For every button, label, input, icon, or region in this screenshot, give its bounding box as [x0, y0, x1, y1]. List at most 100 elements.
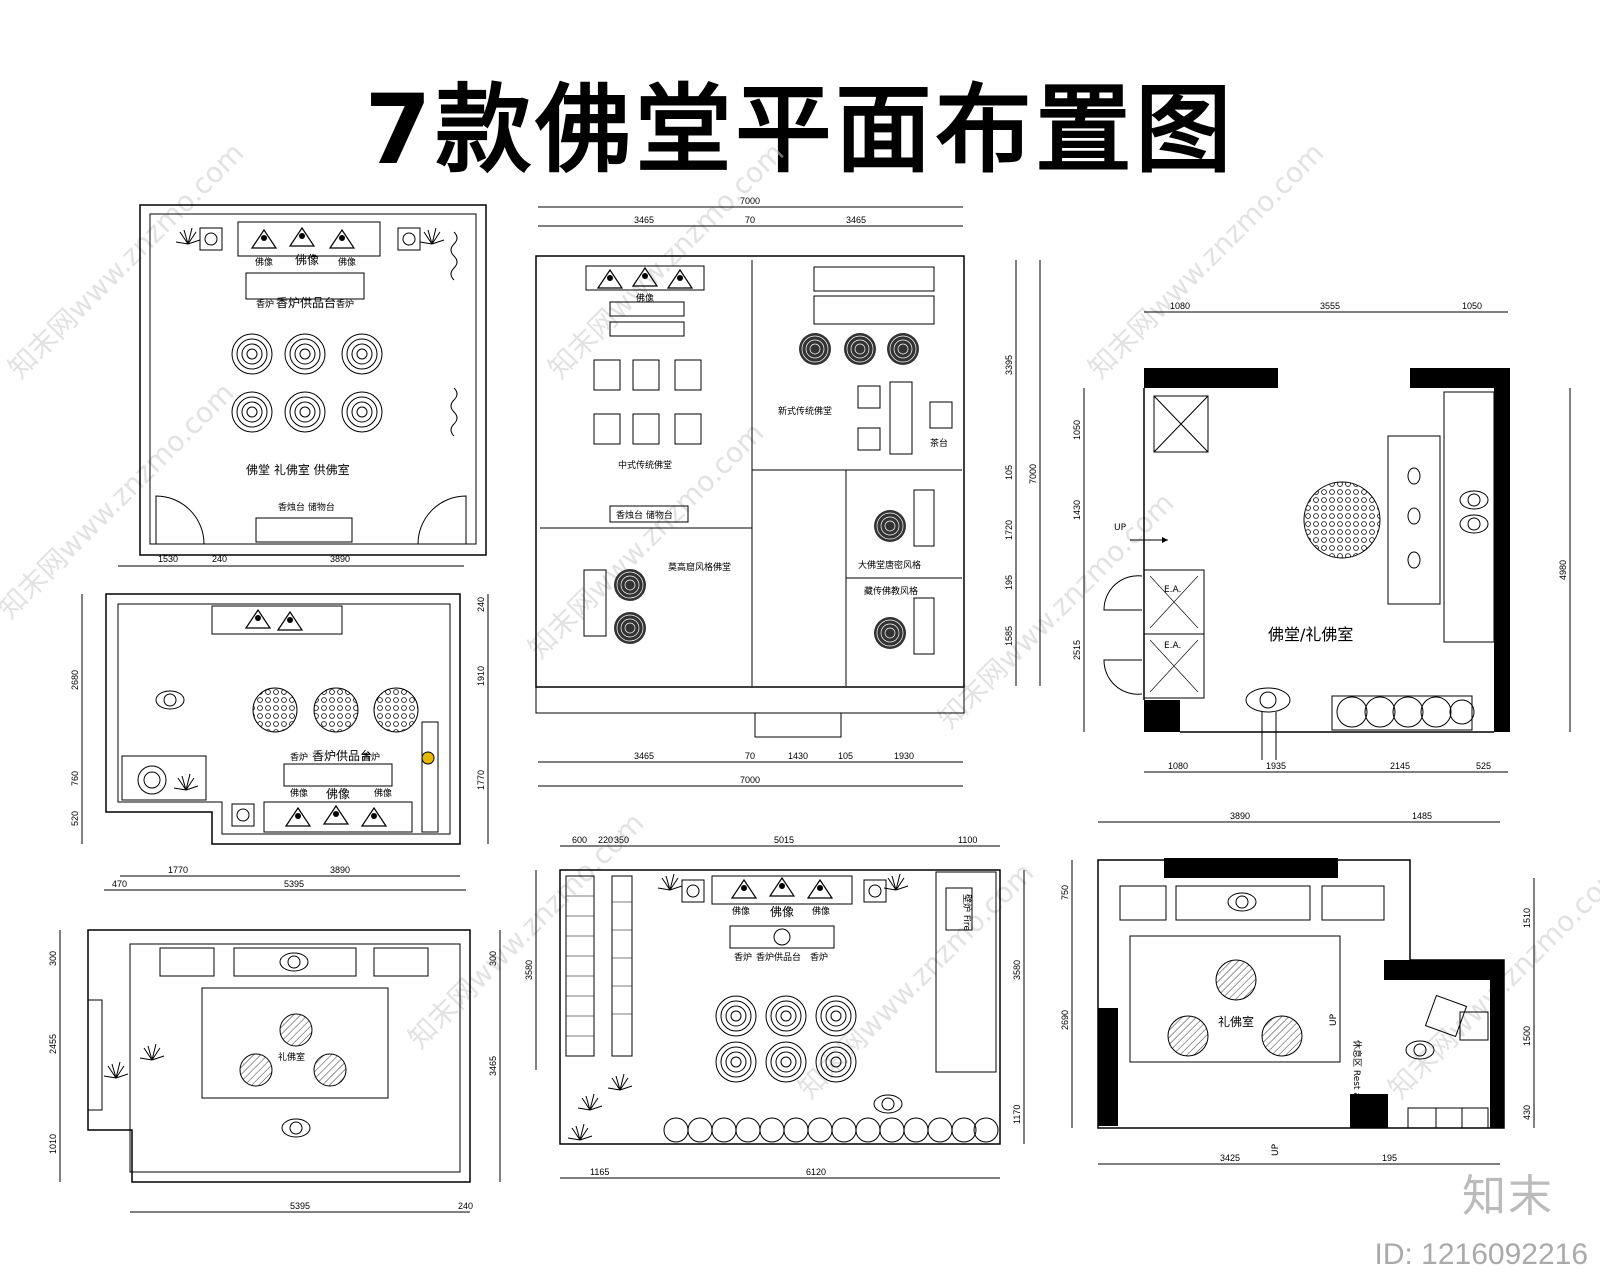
dim-label: 2515: [1072, 640, 1082, 660]
incense-label: 香炉: [256, 298, 274, 310]
dim-label: 6120: [806, 1167, 826, 1177]
dim-label: 1430: [1072, 500, 1082, 520]
dim-label: 240: [212, 554, 227, 564]
dim-label: 300: [48, 951, 58, 966]
dim-label: 7000: [740, 775, 760, 785]
plan-b: 7000 3465 70 3465 佛像 中式传统佛堂 香烛台 储物台: [535, 196, 1041, 787]
dim-label: 4980: [1558, 560, 1568, 580]
dim-label: 3395: [1004, 355, 1014, 375]
dim-label: 1585: [1004, 626, 1014, 646]
plan-g: 3890 1485 礼佛室 休息区 Rest area UP UP 3425 1…: [1060, 811, 1535, 1165]
tibet-style-label: 藏传佛教风格: [864, 585, 918, 597]
up-label: UP: [1271, 1143, 1281, 1156]
dim-label: 3465: [846, 215, 866, 225]
small-buddha-label: 佛像: [374, 787, 392, 799]
buddha-label: 佛像: [295, 253, 319, 267]
dim-label: 3890: [1230, 811, 1250, 821]
incense-label: 香炉: [290, 751, 308, 763]
tang-style-label: 大佛堂唐密风格: [858, 559, 921, 571]
dim-label: 1935: [1266, 761, 1286, 771]
dim-label: 2680: [70, 670, 80, 690]
page-title: 7款佛堂平面布置图: [364, 74, 1236, 186]
dim-label: 3425: [1220, 1153, 1240, 1163]
dim-label: 70: [745, 215, 755, 225]
dim-label: 1430: [788, 751, 808, 761]
dim-label: 1080: [1170, 301, 1190, 311]
buddha-label: 佛像: [326, 787, 350, 801]
dim-label: 600: [572, 835, 587, 845]
dim-label: 300: [488, 951, 498, 966]
incense-label: 香炉: [362, 751, 380, 763]
dim-label: 760: [70, 771, 80, 786]
brand-logo: 知末: [1462, 1171, 1554, 1222]
fireplace-label: 壁炉 Fire: [961, 894, 973, 931]
mogao-style-label: 莫高窟风格佛堂: [668, 561, 731, 573]
dim-label: 7000: [740, 196, 760, 206]
incense-label: 香炉: [734, 951, 752, 963]
dim-label: 3890: [330, 554, 350, 564]
offering-table-label: 香炉供品台: [756, 951, 801, 963]
dim-label: 195: [1004, 575, 1014, 590]
incense-label: 香炉: [336, 298, 354, 310]
dim-label: 2145: [1390, 761, 1410, 771]
watermark-text: 知末网www.znzmo.com: [542, 136, 791, 385]
offering-table-label: 香炉供品台: [276, 295, 336, 310]
plan-c: 1080 3555 1050 E.A. E.A. UP 佛堂/礼佛室: [1072, 301, 1571, 773]
dim-label: 70: [745, 751, 755, 761]
dim-label: 7000: [1028, 464, 1038, 484]
dim-label: 350: [614, 835, 629, 845]
dim-label: 1770: [476, 770, 486, 790]
rest-area-label: 休息区 Rest area: [1351, 1040, 1363, 1112]
dim-label: 1500: [1522, 1026, 1532, 1046]
room-label: 礼佛室: [1218, 1014, 1254, 1029]
dim-label: 1080: [1168, 761, 1188, 771]
dim-label: 1510: [1522, 908, 1532, 928]
offering-table-label: 香炉供品台: [312, 748, 372, 763]
dim-label: 520: [70, 811, 80, 826]
up-label: UP: [1329, 1013, 1339, 1026]
dim-label: 1910: [476, 666, 486, 686]
image-id: ID: 1216092216: [1374, 1238, 1588, 1271]
dim-label: 105: [838, 751, 853, 761]
dim-label: 1165: [590, 1167, 609, 1177]
chinese-style-label: 中式传统佛堂: [618, 459, 672, 471]
up-label: UP: [1114, 523, 1127, 533]
ea-label: E.A.: [1164, 585, 1181, 595]
dim-label: 430: [1522, 1105, 1532, 1120]
plan-e: 470 5395 礼佛室 5395 240 300 2455 1010 300 …: [48, 879, 501, 1213]
dim-label: 2690: [1060, 1010, 1070, 1030]
small-buddha-label: 佛像: [290, 787, 308, 799]
small-buddha-label: 佛像: [255, 256, 273, 268]
dim-label: 220: [598, 835, 613, 845]
dim-label: 2455: [48, 1034, 58, 1054]
room-label: 佛堂/礼佛室: [1268, 625, 1353, 644]
dim-label: 1100: [958, 835, 977, 845]
incense-label: 香炉: [810, 951, 828, 963]
dim-label: 1050: [1462, 301, 1482, 311]
plan-a: 佛像 佛像 佛像 香炉 香炉供品台 香炉 佛堂 礼佛室 供佛室 香烛台 储物台 …: [118, 204, 487, 567]
dim-label: 3465: [634, 215, 654, 225]
small-buddha-label: 佛像: [732, 905, 750, 917]
meditation-seats: [593, 359, 702, 445]
watermark-text: 知末网www.znzmo.com: [0, 376, 240, 625]
watermark-text: 知末网www.znzmo.com: [2, 136, 251, 385]
small-buddha-label: 佛像: [338, 256, 356, 268]
dim-label: 3890: [330, 865, 350, 875]
dim-label: 5395: [290, 1201, 310, 1211]
dim-label: 1010: [48, 1134, 58, 1154]
dim-label: 195: [1382, 1153, 1397, 1163]
dim-label: 1720: [1004, 520, 1014, 540]
stepping-stones: [663, 1117, 999, 1143]
dim-label: 240: [476, 597, 486, 612]
room-label: 礼佛室: [278, 1051, 305, 1063]
small-buddha-label: 佛像: [812, 905, 830, 917]
dim-label: 1050: [1072, 420, 1082, 440]
dim-label: 5395: [284, 879, 304, 889]
plan-f: 600 220 350 5015 1100 佛像 佛像 佛像 香炉 香炉供品台 …: [524, 835, 1025, 1179]
dim-label: 3555: [1320, 301, 1340, 311]
watermark-text: 知末网www.znzmo.com: [932, 486, 1181, 735]
dim-label: 3465: [488, 1056, 498, 1076]
buddha-label: 佛像: [770, 905, 794, 919]
room-label: 佛堂 礼佛室 供佛室: [246, 462, 350, 477]
dim-label: 750: [1060, 885, 1070, 900]
